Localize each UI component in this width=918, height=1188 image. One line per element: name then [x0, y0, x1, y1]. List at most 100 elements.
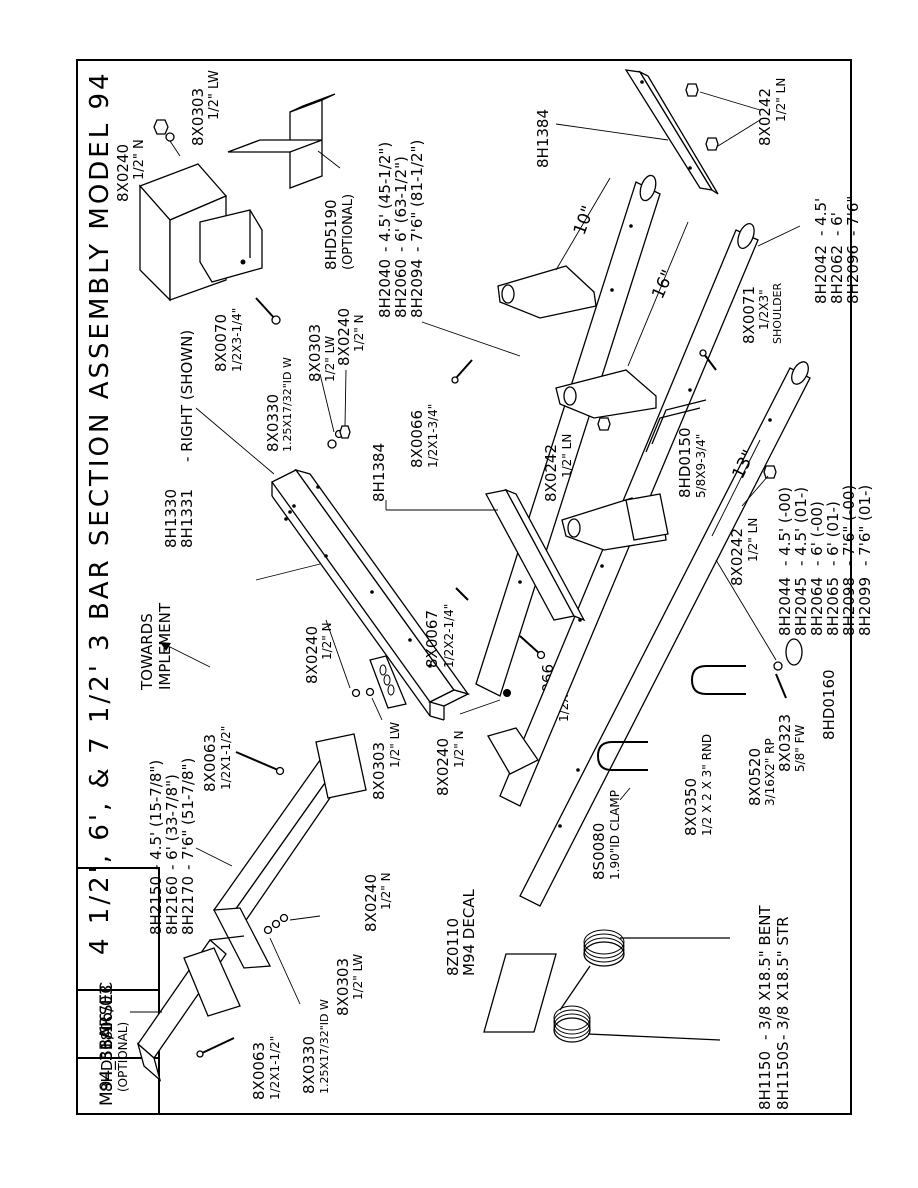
label-8h2098: 8H2098 [840, 577, 858, 636]
label-8hd0150: 8HD0150 [676, 427, 694, 498]
label-8x0242-mid: 8X0242 [542, 444, 560, 502]
decal-8z0110 [483, 953, 557, 1033]
label-8h1150s-spec: - 3/8 X18.5" STR [774, 916, 792, 1040]
hinge-block [625, 493, 669, 541]
nut-icon-2 [339, 425, 351, 439]
label-8h1330-side: - RIGHT (SHOWN) [178, 330, 196, 462]
label-8x0242-r: 8X0242 [756, 88, 774, 146]
label-8x0520-sub: 3/16X2" RP [763, 738, 777, 806]
plate-8x0067 [369, 655, 407, 709]
direction-arrowhead [160, 642, 171, 651]
label-8h1331: 8H1331 [178, 489, 196, 548]
label-8x0071-sub2: SHOULDER [771, 282, 784, 344]
label-8x0303-mid-sub: 1/2" LW [323, 336, 337, 382]
label-8x0330-mid: 8X0330 [264, 394, 282, 452]
label-8x0070-sub: 1/2X3-1/4" [230, 308, 244, 372]
label-8h2096-spec: - 7'6" [844, 196, 862, 236]
label-8h2150-spec: - 4.5' (15-7/8") [147, 760, 165, 870]
label-8x0323: 8X0323 [776, 714, 794, 772]
label-8h2044: 8H2044 [776, 577, 794, 636]
label-8x0330-lo: 8X0330 [300, 1036, 318, 1094]
label-8x0066-b: 8X0066 [408, 410, 426, 468]
title-block [76, 867, 160, 1115]
drawing-border [76, 59, 852, 1115]
tine-8h1150 [559, 929, 730, 1011]
label-8x0063-top: 8X0063 [201, 734, 219, 792]
bracket-8hd5190 [138, 93, 336, 302]
bracket-8hd5180 [136, 935, 245, 1082]
dim-10: 10" [570, 203, 599, 238]
label-8x0240-l-sub: 1/2" N [320, 622, 334, 660]
label-8x0070: 8X0070 [212, 314, 230, 372]
label-8x0303-top: 8X0303 [189, 88, 207, 146]
label-8h2064: 8H2064 [808, 577, 826, 636]
label-8x0323-sub: 5/8" FW [793, 724, 807, 772]
label-8x0240-l: 8X0240 [303, 626, 321, 684]
label-8h1330: 8H1330 [162, 489, 180, 548]
bolt-8x0063-top [235, 751, 279, 771]
nut-icon [153, 119, 169, 135]
tube-8h2040 [475, 174, 661, 697]
label-8x0330-mid-sub: 1.25X17/32"ID W [281, 357, 294, 452]
label-8x0240-lo: 8X0240 [434, 738, 452, 796]
label-8x0303-mid: 8X0303 [306, 324, 324, 382]
bolt-8x0070 [255, 297, 277, 321]
label-8x0520: 8X0520 [746, 748, 764, 806]
label-8x0063-lo: 8X0063 [250, 1042, 268, 1100]
label-8h2094: 8H2094 [408, 259, 426, 318]
label-8x0240-top-sub: 1/2" N [132, 139, 147, 180]
label-8x0067: 8X0067 [423, 610, 441, 668]
dim-16: 16" [648, 267, 678, 302]
label-8hd5190: 8HD5190 [322, 199, 340, 270]
label-8h1150s: 8H1150S [774, 1041, 792, 1110]
dim-line-10 [555, 177, 611, 271]
label-8x0242-lo: 8X0242 [728, 528, 746, 586]
label-8z0110: 8Z0110 [444, 918, 462, 976]
label-8x0242-mid-sub: 1/2" LN [560, 434, 574, 478]
label-8h2065: 8H2065 [824, 577, 842, 636]
label-8x0063-lo-sub: 1/2X1-1/2" [268, 1036, 282, 1100]
clamp-8s0080 [487, 727, 539, 775]
label-8h2060-spec: - 6' (63-1/2") [392, 156, 410, 252]
label-8x0071: 8X0071 [740, 286, 758, 344]
label-8x0067-sub: 1/2X2-1/4" [442, 604, 456, 668]
lockwasher-icon [165, 132, 175, 142]
label-8h2045: 8H2045 [792, 577, 810, 636]
dim-line-16 [627, 221, 689, 367]
label-8h1150: 8H1150 [756, 1051, 774, 1110]
label-8h2040: 8H2040 [376, 259, 394, 318]
label-8x0303-top-sub: 1/2" LW [207, 70, 222, 120]
label-8h2170: 8H2170 [179, 876, 197, 935]
dim-line-13 [711, 439, 761, 537]
label-8x0240-lo-sub: 1/2" N [452, 730, 466, 768]
label-8h2094-spec: - 7'6" (81-1/2") [408, 140, 426, 252]
tube-8h2150 [212, 733, 367, 969]
label-8hd5190-note: (OPTIONAL) [341, 194, 356, 270]
label-8s0080: 8S0080 [590, 823, 608, 880]
bolt-8x0066-b [455, 359, 473, 379]
label-8x0066-b-sub: 1/2X1-3/4" [426, 404, 440, 468]
nut-8x0242-lo [763, 465, 777, 479]
nut-8x0242-r2 [705, 137, 719, 151]
label-8h2099-spec: - 7'6" (01-) [856, 485, 874, 566]
bolt-head-icon [271, 315, 281, 325]
label-8h2064-spec: - 6' (-00) [808, 501, 826, 566]
label-8h2042-spec: - 4.5' [812, 198, 830, 236]
direction-towards: TOWARDS [138, 613, 156, 691]
label-8h2060: 8H2060 [392, 259, 410, 318]
washer-8x0323 [773, 661, 783, 671]
label-8x0350: 8X0350 [682, 778, 700, 836]
direction-implement: IMPLEMENT [156, 602, 174, 690]
nut-8x0240 [503, 689, 511, 697]
label-8x0242-r-sub: 1/2" LN [774, 78, 788, 122]
channel-8h1330 [271, 468, 470, 721]
label-8x0240-lo2-sub: 1/2" N [379, 872, 393, 910]
label-8h2160-spec: - 6' (33-7/8") [163, 774, 181, 870]
label-8h2150: 8H2150 [147, 876, 165, 935]
label-8x0063-top-sub: 1/2X1-1/2" [219, 726, 233, 790]
direction-arrow [163, 643, 211, 668]
label-8x0240-lo2: 8X0240 [362, 874, 380, 932]
label-8z0110-sub: M94 DECAL [460, 888, 478, 976]
mount-plate-a [497, 265, 597, 319]
